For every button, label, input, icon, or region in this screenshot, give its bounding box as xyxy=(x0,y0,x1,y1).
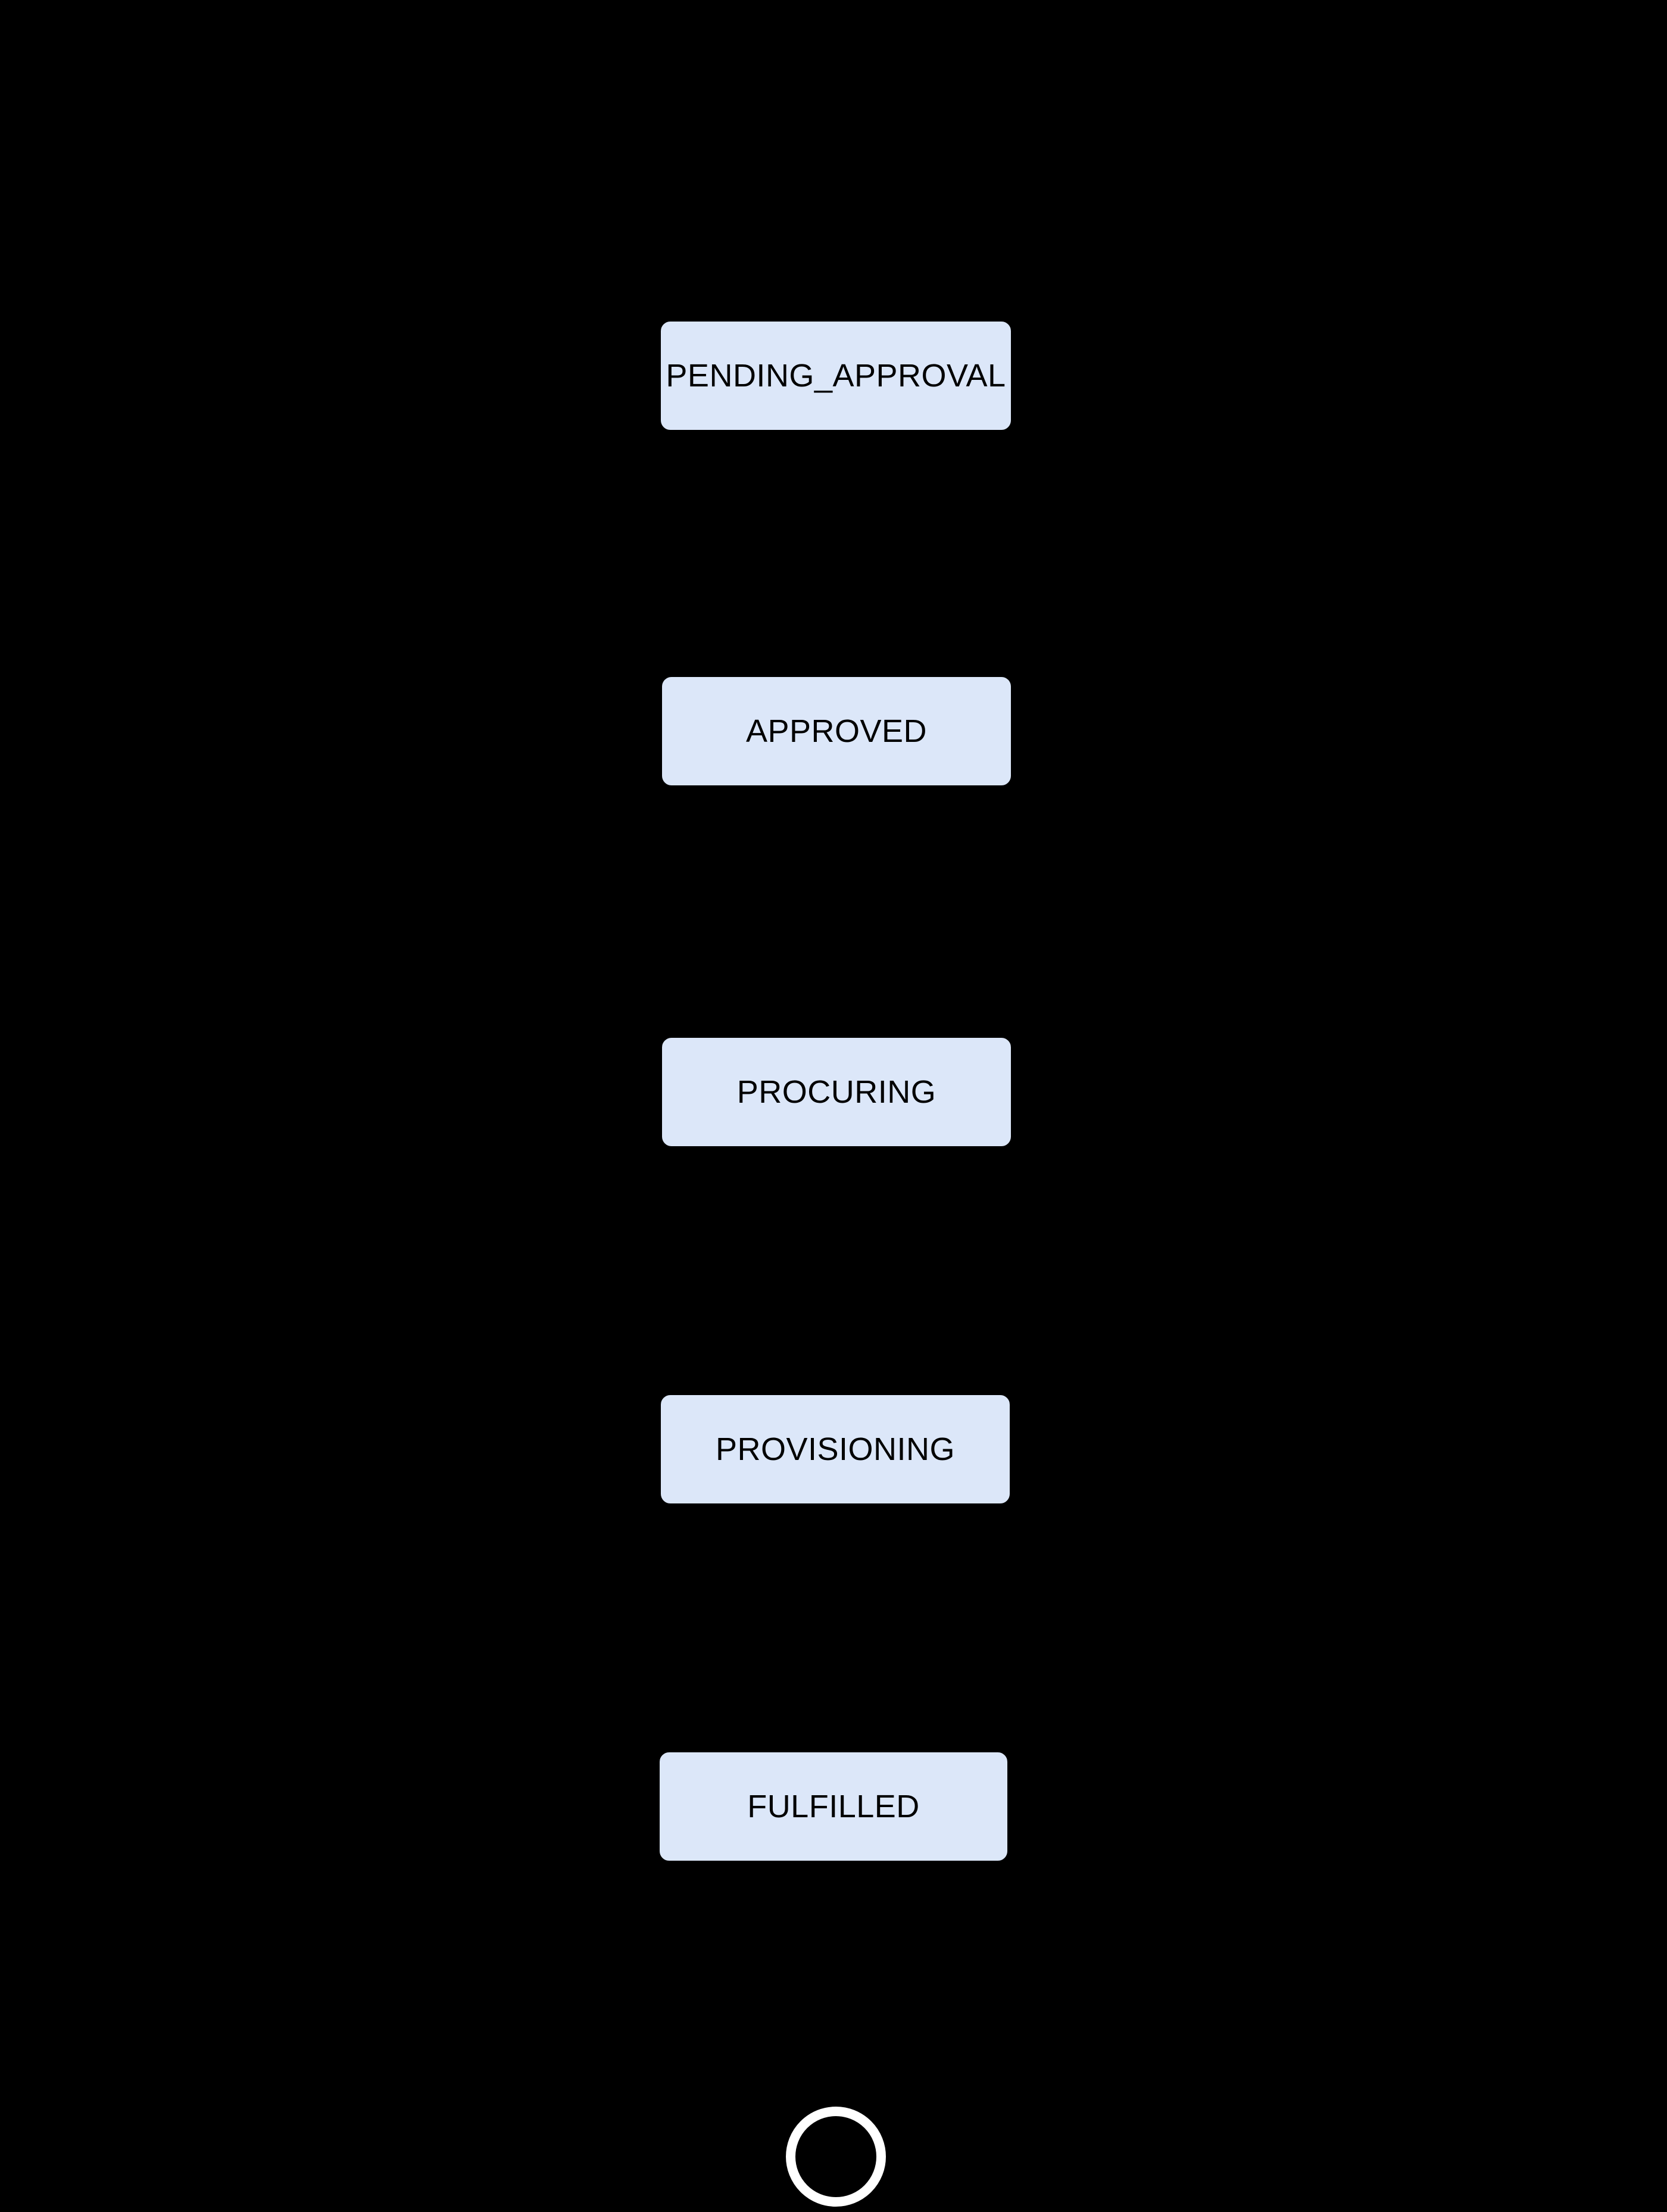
state-node-label: FULFILLED xyxy=(747,1789,920,1824)
state-node-approved[interactable]: APPROVED xyxy=(661,676,1012,787)
state-node-label: PENDING_APPROVAL xyxy=(666,358,1006,394)
state-node-provisioning[interactable]: PROVISIONING xyxy=(660,1394,1011,1505)
state-node-label: PROVISIONING xyxy=(715,1431,956,1467)
state-node-procuring[interactable]: PROCURING xyxy=(661,1037,1012,1147)
state-node-fulfilled[interactable]: FULFILLED xyxy=(658,1751,1009,1862)
state-node-label: PROCURING xyxy=(736,1074,936,1110)
end-state-circle-icon xyxy=(786,2107,886,2207)
state-node-pending-approval[interactable]: PENDING_APPROVAL xyxy=(660,320,1012,431)
state-node-label: APPROVED xyxy=(745,713,928,749)
